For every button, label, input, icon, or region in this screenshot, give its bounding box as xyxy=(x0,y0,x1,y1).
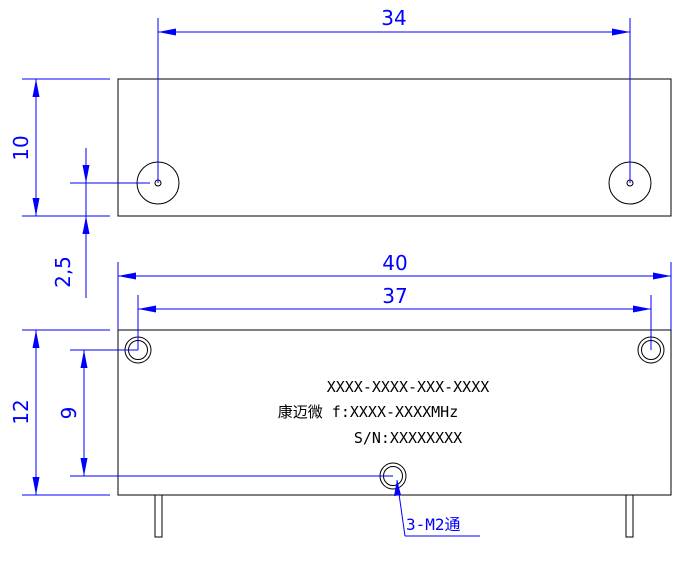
hole-callout-label: 3-M2通 xyxy=(406,515,461,534)
top-view xyxy=(117,78,672,217)
right-pin xyxy=(625,494,634,538)
dimension-40: 40 xyxy=(117,251,672,330)
dimension-2-5: 2,5 xyxy=(51,148,150,298)
product-label: XXXX-XXXX-XXX-XXXX 康迈微 f:XXXX-XXXXMHz S/… xyxy=(278,378,490,447)
top-view-body xyxy=(117,78,672,217)
dimension-9-label: 9 xyxy=(57,407,81,420)
dimension-34: 34 xyxy=(157,6,631,183)
dimension-12: 12 xyxy=(9,329,110,496)
dimension-34-label: 34 xyxy=(381,6,406,30)
dimension-10: 10 xyxy=(9,78,110,217)
model-number: XXXX-XXXX-XXX-XXXX xyxy=(327,378,490,396)
dimension-12-label: 12 xyxy=(9,399,33,424)
serial-number: S/N:XXXXXXXX xyxy=(354,429,462,447)
hole-callout: 3-M2通 xyxy=(394,479,480,537)
dimension-2-5-label: 2,5 xyxy=(51,256,75,288)
dimension-9: 9 xyxy=(57,349,393,477)
dimension-37-label: 37 xyxy=(382,284,407,308)
dimension-10-label: 10 xyxy=(9,135,33,160)
dimension-37: 37 xyxy=(137,284,652,350)
brand-frequency: 康迈微 f:XXXX-XXXXMHz xyxy=(278,403,458,421)
dimension-40-label: 40 xyxy=(382,251,407,275)
left-pin xyxy=(154,494,163,538)
